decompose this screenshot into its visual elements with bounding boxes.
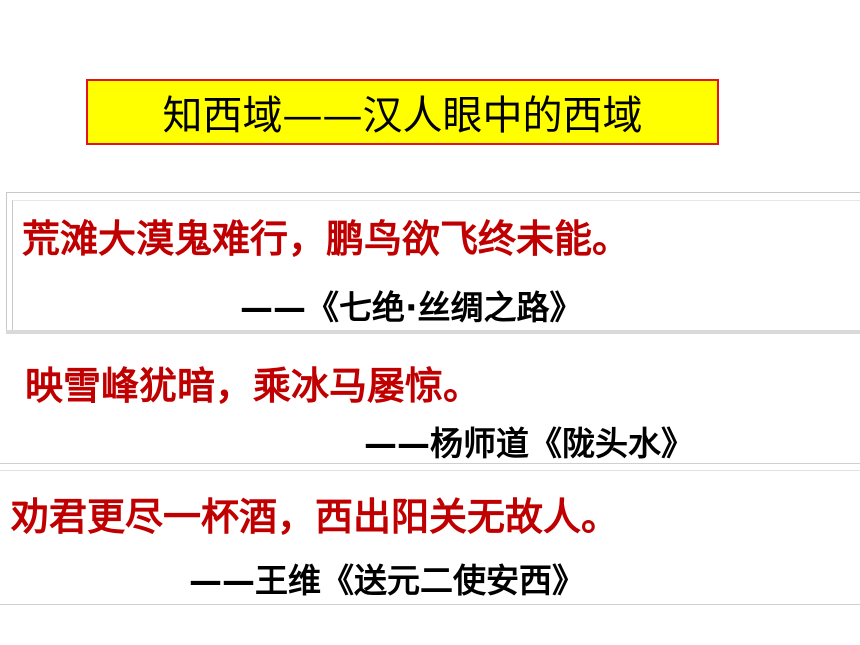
divider-1 <box>0 463 860 464</box>
quote-line-1: 荒滩大漠鬼难行，鹏鸟欲飞终未能。 <box>22 217 631 261</box>
divider-2 <box>0 604 860 605</box>
quote-source-2: ——杨师道《陇头水》 <box>364 424 694 463</box>
divider-1b <box>0 470 860 471</box>
quote-source-1: ——《七绝·丝绸之路》 <box>240 288 583 327</box>
quote-source-3: ——王维《送元二使安西》 <box>189 561 585 600</box>
quote-frame-shadow <box>6 330 860 334</box>
quote-frame-inner <box>12 200 860 332</box>
title-banner: 知西域——汉人眼中的西域 <box>86 79 719 145</box>
slide-title: 知西域——汉人眼中的西域 <box>162 93 643 139</box>
quote-line-2: 映雪峰犹暗，乘冰马屡惊。 <box>25 364 482 408</box>
quote-line-3: 劝君更尽一杯酒，西出阳关无故人。 <box>11 495 620 539</box>
